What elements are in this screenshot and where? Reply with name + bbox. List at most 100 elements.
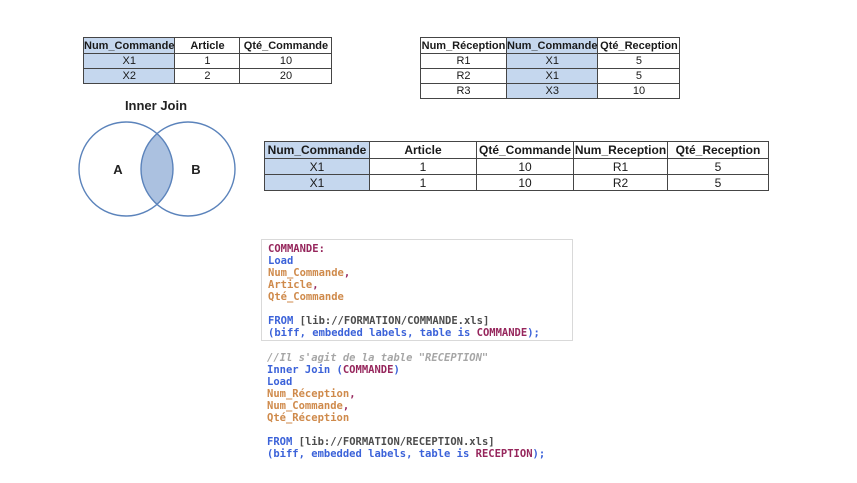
code-segment: , <box>312 279 319 291</box>
code-segment: Article <box>268 279 313 291</box>
code-segment: , <box>342 400 350 412</box>
column-header: Qté_Reception <box>667 141 769 159</box>
table-cell: R2 <box>573 174 668 191</box>
table-cell: X3 <box>505 83 599 99</box>
table-cell: X2 <box>82 68 176 84</box>
code-segment: ); <box>532 448 546 460</box>
column-header: Qté_Reception <box>597 37 681 54</box>
table-cell: X1 <box>264 174 370 191</box>
code-line: Qté_Commande <box>268 291 572 303</box>
table-cell: X1 <box>505 68 599 84</box>
column-header: Num_Réception <box>420 37 507 54</box>
column-header: Num_Commande <box>82 37 176 54</box>
code-segment: ); <box>527 327 540 339</box>
venn-label-a: A <box>113 162 123 177</box>
table-cell: 20 <box>239 68 333 84</box>
code-line: (biff, embedded labels, table is COMMAND… <box>268 327 572 339</box>
code-segment: COMMANDE: <box>268 243 325 255</box>
column-header: Qté_Commande <box>476 141 574 159</box>
code-line: Inner Join (COMMANDE) <box>267 364 581 376</box>
code-segment: [lib://FORMATION/COMMANDE.xls] <box>293 315 490 327</box>
code-segment: Load <box>268 255 294 267</box>
table-cell: 1 <box>174 53 241 69</box>
table-cell: 10 <box>597 83 681 99</box>
table-cell: R2 <box>420 68 507 84</box>
code-segment: Inner Join ( <box>267 364 343 376</box>
code-segment: FROM <box>267 436 293 448</box>
code-line: //Il s'agit de la table "RECEPTION" <box>267 352 581 364</box>
code-line: FROM [lib://FORMATION/RECEPTION.xls] <box>267 436 581 448</box>
table-cell: 1 <box>369 174 477 191</box>
table-cell: R3 <box>420 83 507 99</box>
column-header: Num_Commande <box>505 37 599 54</box>
code-segment: Qté_Commande <box>268 291 344 303</box>
code-segment: //Il s'agit de la table "RECEPTION" <box>267 352 489 364</box>
table-cell: 10 <box>476 174 574 191</box>
code-line <box>268 303 572 315</box>
code-segment: , <box>343 267 351 279</box>
script-block-reception: //Il s'agit de la table "RECEPTION"Inner… <box>261 349 581 465</box>
code-line: Load <box>268 255 572 267</box>
code-segment: RECEPTION <box>475 448 533 460</box>
code-line: Qté_Réception <box>267 412 581 424</box>
code-line: COMMANDE: <box>268 243 572 255</box>
table-cell: 2 <box>174 68 241 84</box>
code-line: Num_Commande, <box>268 267 572 279</box>
code-line: FROM [lib://FORMATION/COMMANDE.xls] <box>268 315 572 327</box>
code-line: Load <box>267 376 581 388</box>
code-segment: (biff, embedded labels, table is <box>267 448 476 460</box>
code-segment: , <box>349 388 356 400</box>
code-segment: Num_Commande <box>267 400 343 412</box>
column-header: Qté_Commande <box>239 37 333 54</box>
table-cell: 5 <box>597 68 681 84</box>
column-header: Article <box>369 141 477 159</box>
venn-intersection <box>141 122 173 216</box>
code-segment: Num_Réception <box>267 388 350 400</box>
code-segment: COMMANDE <box>476 327 528 339</box>
column-header: Num_Commande <box>264 141 370 159</box>
code-line: (biff, embedded labels, table is RECEPTI… <box>267 448 581 460</box>
code-line: Num_Commande, <box>267 400 581 412</box>
code-segment: Qté_Réception <box>267 412 350 424</box>
table-cell: R1 <box>420 53 507 69</box>
code-segment: ) <box>393 364 400 376</box>
table-cell: X1 <box>82 53 176 69</box>
code-segment: FROM <box>268 315 294 327</box>
venn-circle-a <box>78 121 174 217</box>
table-cell: R1 <box>573 158 668 175</box>
venn-title: Inner Join <box>124 98 188 113</box>
venn-diagram: A B <box>78 121 236 217</box>
column-header: Article <box>174 37 241 54</box>
code-line: Num_Réception, <box>267 388 581 400</box>
column-header: Num_Reception <box>573 141 668 159</box>
code-line <box>267 424 581 436</box>
table-cell: 10 <box>476 158 574 175</box>
table-cell: X1 <box>264 158 370 175</box>
table-cell: X1 <box>505 53 599 69</box>
venn-label-b: B <box>191 162 200 177</box>
code-segment: Num_Commande <box>268 267 344 279</box>
table-cell: 1 <box>369 158 477 175</box>
code-line: Article, <box>268 279 572 291</box>
table-cell: 5 <box>597 53 681 69</box>
table-cell: 5 <box>667 174 769 191</box>
code-segment: [lib://FORMATION/RECEPTION.xls] <box>292 436 495 448</box>
code-segment: (biff, embedded labels, table is <box>268 327 477 339</box>
table-cell: 10 <box>239 53 333 69</box>
table-cell: 5 <box>667 158 769 175</box>
